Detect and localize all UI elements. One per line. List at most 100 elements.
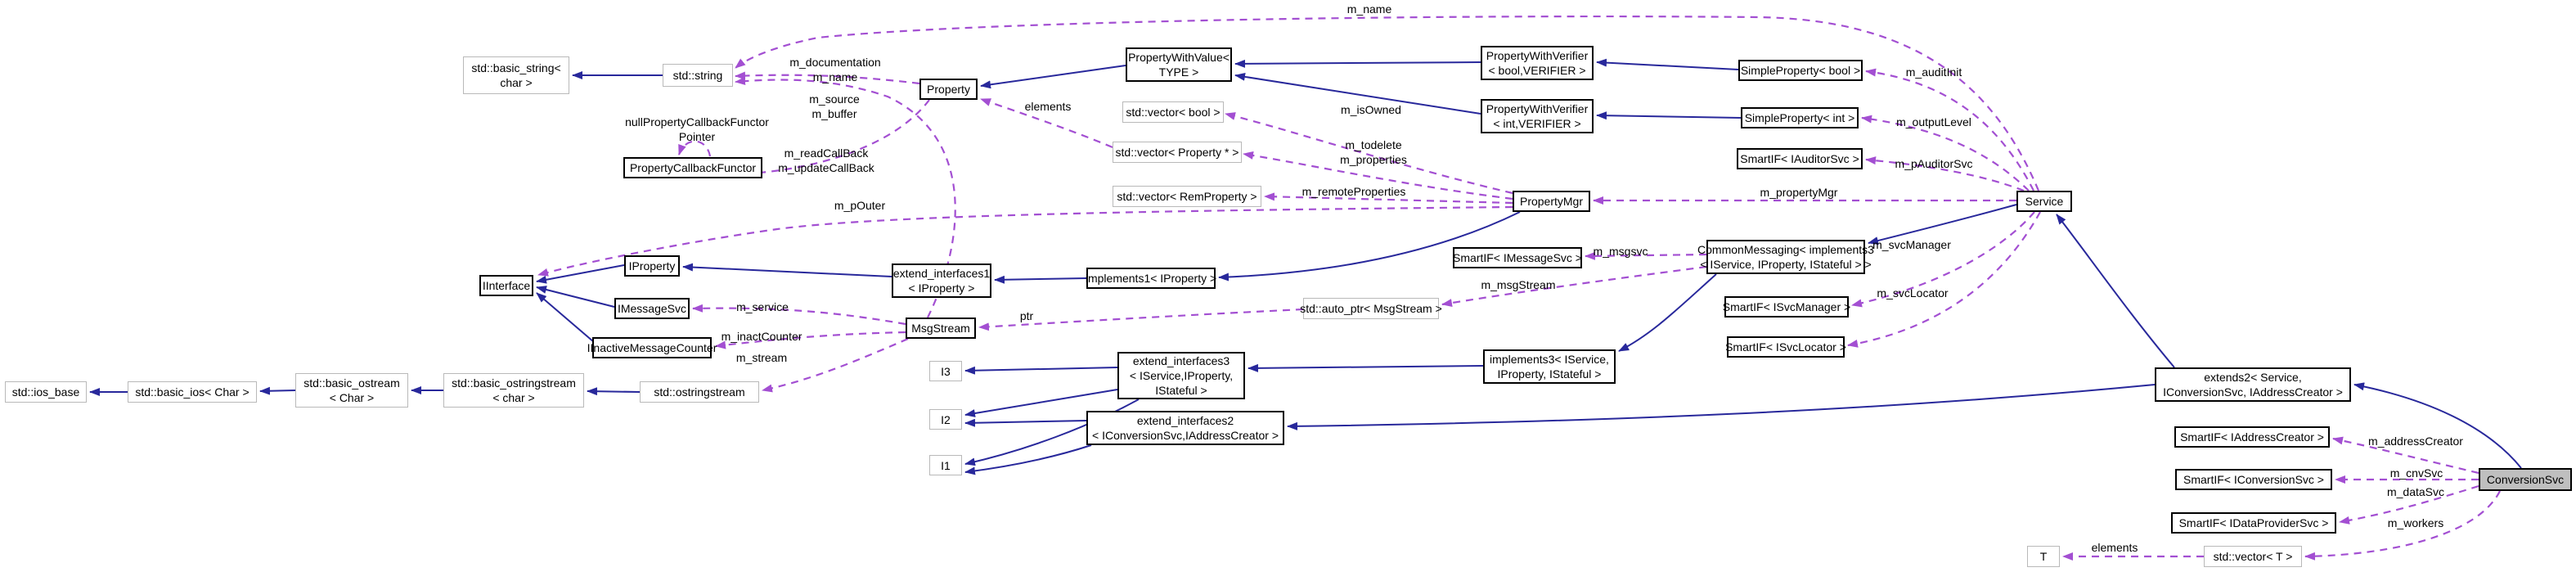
edge-conversionsvc-extends2 — [2353, 382, 2522, 469]
class-node-label: PropertyWithVerifier — [1486, 49, 1589, 62]
class-node-label: std::vector< bool > — [1126, 106, 1221, 119]
edge-label-elements: elements — [1025, 99, 1072, 114]
class-node-label: SmartIF< IConversionSvc > — [2183, 473, 2324, 486]
class-node-commonmessaging[interactable]: CommonMessaging< implements3< IService, … — [1697, 240, 1874, 274]
edge-label-line: m_buffer — [811, 107, 857, 120]
edge-label-m_svcManager: m_svcManager — [1872, 237, 1951, 252]
class-node-iinactivemessagecounter[interactable]: IInactiveMessageCounter — [587, 337, 717, 358]
edge-label-line: m_auditInit — [1905, 65, 1962, 79]
class-node-imessagesvc[interactable]: IMessageSvc — [614, 298, 690, 319]
class-node-ei3[interactable]: extend_interfaces3< IService,IProperty,I… — [1117, 352, 1245, 399]
edge-commonmessaging-smartif_imessagesvc — [1585, 251, 1707, 260]
class-node-pwv_int[interactable]: PropertyWithVerifier< int,VERIFIER > — [1481, 99, 1594, 133]
edge-label-m_propertyMgr: m_propertyMgr — [1760, 185, 1838, 200]
class-node-label: ConversionSvc — [2486, 473, 2565, 486]
edge-vec_prop-property — [980, 97, 1113, 149]
class-node-t: T — [2027, 546, 2060, 567]
edge-conversionsvc-smartif_iaddresscreator — [2332, 436, 2479, 475]
edge-label-line: nullPropertyCallbackFunctor — [625, 115, 769, 128]
class-node-label: I3 — [941, 364, 951, 378]
class-node-label: < IService,IProperty, — [1129, 369, 1234, 382]
class-node-extends2[interactable]: extends2< Service,IConversionSvc, IAddre… — [2155, 367, 2351, 402]
edge-service-sp_bool — [1865, 68, 2034, 191]
edge-label-m_dataSvc: m_dataSvc — [2387, 484, 2444, 499]
class-node-smartif_isvcmanager[interactable]: SmartIF< ISvcManager > — [1723, 296, 1850, 318]
class-node-smartif_iauditorsvc[interactable]: SmartIF< IAuditorSvc > — [1737, 148, 1863, 169]
edge-property-string — [735, 71, 920, 85]
class-node-pcf[interactable]: PropertyCallbackFunctor — [623, 157, 762, 178]
edge-imessagesvc-iinterface — [536, 286, 615, 308]
class-node-label: TYPE > — [1158, 65, 1199, 79]
edge-label-m_addressCreator: m_addressCreator — [2368, 434, 2463, 448]
class-node-label: SmartIF< IDataProviderSvc > — [2178, 516, 2329, 529]
class-node-label: T — [2039, 550, 2048, 563]
edge-label-m_stream: m_stream — [736, 350, 787, 365]
class-node-property[interactable]: Property — [919, 79, 978, 100]
edge-iproperty-iinterface — [536, 264, 625, 284]
class-node-smartif_imessagesvc[interactable]: SmartIF< IMessageSvc > — [1453, 247, 1582, 268]
class-node-label: std::vector< T > — [2213, 550, 2293, 563]
class-node-label: CommonMessaging< implements3 — [1697, 243, 1874, 256]
class-node-iinterface[interactable]: IInterface — [479, 275, 533, 296]
edge-commonmessaging-autoptr — [1441, 265, 1707, 308]
class-node-label: IStateful > — [1155, 384, 1207, 397]
class-node-conversionsvc: ConversionSvc — [2479, 468, 2572, 491]
class-node-label: extend_interfaces1 — [892, 267, 991, 280]
class-node-iproperty[interactable]: IProperty — [624, 255, 680, 277]
edge-basic_ostream-basic_ios — [259, 386, 296, 395]
edge-label-line: m_name — [812, 70, 858, 83]
edge-ei1-iproperty — [682, 263, 892, 277]
edge-label-m_msgStream: m_msgStream — [1481, 277, 1555, 292]
edge-conversionsvc-smartif_idataprovidersvc — [2339, 484, 2479, 525]
edge-label-m_isOwned: m_isOwned — [1341, 102, 1401, 117]
edge-label-m_remoteProperties: m_remoteProperties — [1302, 184, 1406, 199]
class-node-service[interactable]: Service — [2016, 191, 2072, 212]
edge-service-sp_int — [1861, 115, 2030, 191]
edge-msgstream-ostringstream — [762, 337, 909, 393]
class-node-ei1[interactable]: extend_interfaces1< IProperty > — [892, 263, 991, 298]
class-node-basic_ostream: std::basic_ostream< Char > — [295, 373, 408, 408]
class-node-smartif_iaddresscreator[interactable]: SmartIF< IAddressCreator > — [2174, 426, 2330, 448]
edge-label-line: m_cnvSvc — [2389, 466, 2443, 480]
class-node-label: PropertyWithValue< — [1128, 51, 1230, 64]
edge-ei2-i1 — [964, 444, 1092, 475]
edge-label-line: elements — [2091, 541, 2138, 554]
edge-label-line: m_todelete — [1345, 138, 1402, 151]
edge-label-line: m_dataSvc — [2386, 485, 2445, 498]
class-node-label: MsgStream — [911, 322, 970, 335]
class-node-sp_bool[interactable]: SimpleProperty< bool > — [1738, 60, 1863, 81]
class-node-msgstream[interactable]: MsgStream — [906, 318, 976, 339]
class-node-impl3[interactable]: implements3< IService,IProperty, IStatef… — [1483, 349, 1616, 384]
class-node-smartif_isvclocator[interactable]: SmartIF< ISvcLocator > — [1725, 336, 1846, 358]
edge-label-line: m_updateCallBack — [778, 161, 874, 174]
edge-property-pcf — [750, 99, 930, 178]
class-node-label: < bool,VERIFIER > — [1488, 64, 1586, 77]
edge-service-smartif_isvclocator — [1847, 211, 2041, 348]
edge-label-m_svcLocator: m_svcLocator — [1877, 286, 1948, 300]
class-node-label: char > — [500, 76, 533, 89]
class-node-label: implements3< IService, — [1490, 353, 1609, 366]
edge-iinactivemessagecounter-iinterface — [536, 292, 595, 343]
class-node-label: implements1< IProperty > — [1085, 272, 1217, 285]
edge-label-m_cnvSvc: m_cnvSvc — [2390, 466, 2443, 480]
edge-sp_int-pwv_int — [1596, 111, 1742, 120]
class-node-impl1[interactable]: implements1< IProperty > — [1086, 268, 1216, 289]
class-node-pwv_bool[interactable]: PropertyWithVerifier < bool,VERIFIER > — [1481, 46, 1594, 80]
class-node-sp_int[interactable]: SimpleProperty< int > — [1741, 107, 1859, 128]
class-node-ei2[interactable]: extend_interfaces2< IConversionSvc,IAddr… — [1086, 411, 1284, 445]
class-node-label: SmartIF< ISvcLocator > — [1725, 340, 1846, 354]
edge-label-m_pOuter: m_pOuter — [834, 198, 885, 213]
class-node-label: SmartIF< IAuditorSvc > — [1740, 152, 1859, 165]
class-node-label: extends2< Service, — [2204, 371, 2302, 384]
class-node-label: IInactiveMessageCounter — [587, 341, 717, 354]
class-node-label: std::vector< Property * > — [1115, 146, 1239, 159]
class-node-pwv[interactable]: PropertyWithValue<TYPE > — [1126, 47, 1232, 82]
edge-msgstream-string — [735, 77, 956, 318]
class-node-smartif_idataprovidersvc[interactable]: SmartIF< IDataProviderSvc > — [2171, 512, 2336, 534]
class-node-smartif_iconversionsvc[interactable]: SmartIF< IConversionSvc > — [2175, 469, 2332, 490]
class-node-propertymgr[interactable]: PropertyMgr — [1513, 191, 1590, 212]
class-node-label: IProperty, IStateful > — [1497, 367, 1602, 381]
